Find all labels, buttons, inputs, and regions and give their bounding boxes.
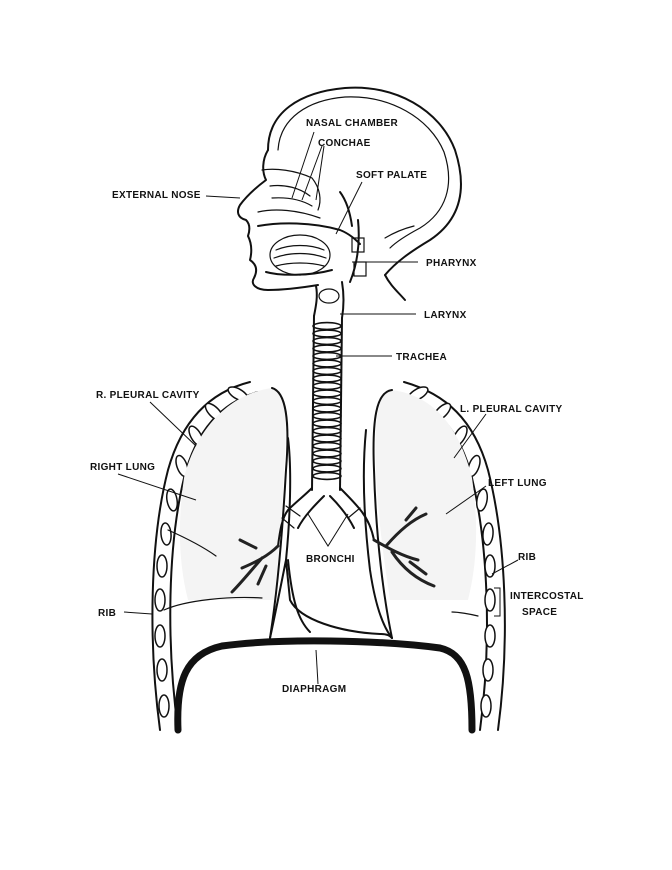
label-r-pleural-cavity: R. PLEURAL CAVITY [96,390,200,401]
label-conchae: CONCHAE [318,138,371,149]
right-lung [163,387,292,639]
rib-segment [480,694,492,718]
rib-segment [484,588,496,612]
tracheal-ring [312,366,342,376]
tracheal-ring [312,404,342,413]
bronchioles-left [372,506,436,588]
label-diaphragm: DIAPHRAGM [282,684,346,695]
tracheal-ring [312,411,342,421]
tracheal-ring [312,329,342,338]
rib-segment [484,624,496,648]
bronchioles-right [230,538,280,594]
tracheal-ring [312,336,342,346]
rib-segment [475,488,489,512]
rib-segment [154,588,166,612]
tracheal-ring [312,471,342,481]
rib-segments-right [407,386,496,718]
labels: NASAL CHAMBER CONCHAE SOFT PALATE EXTERN… [90,118,584,695]
rib-segment [484,554,496,578]
tracheal-ring [312,359,342,368]
label-bronchi: BRONCHI [306,554,355,565]
tracheal-ring [312,426,342,436]
tracheal-ring [312,321,342,331]
label-rib-right: RIB [518,552,536,563]
leader-lines [117,131,519,685]
label-external-nose: EXTERNAL NOSE [112,190,201,201]
rib-segment [154,624,166,648]
tracheal-ring [312,344,342,353]
tracheal-ring [312,381,342,391]
left-lung [362,389,479,639]
rib-segment [156,658,168,682]
head-outline [237,86,462,301]
label-rib-left: RIB [98,608,116,619]
tracheal-ring [312,449,342,458]
tracheal-ring [312,419,342,428]
trachea [311,315,343,491]
label-l-pleural-cavity: L. PLEURAL CAVITY [460,404,563,415]
rib-segment [158,694,170,718]
label-left-lung: LEFT LUNG [488,478,547,489]
tracheal-ring [312,434,342,443]
bronchi [277,487,375,547]
larynx [313,281,345,319]
label-pharynx: PHARYNX [426,258,477,269]
tracheal-ring [312,396,342,406]
tracheal-ring [312,389,342,398]
label-space: SPACE [522,607,557,618]
tracheal-ring [312,374,342,383]
rib-segment [482,522,494,546]
diaphragm [174,637,476,734]
label-nasal-chamber: NASAL CHAMBER [306,118,399,129]
rib-segment [160,522,172,546]
tracheal-ring [312,456,342,466]
label-trachea: TRACHEA [396,352,447,363]
rib-segment [482,658,494,682]
tracheal-ring [312,441,342,451]
tracheal-ring [312,464,342,473]
mediastinum [269,559,393,639]
label-intercostal: INTERCOSTAL [510,591,584,602]
label-soft-palate: SOFT PALATE [356,170,427,181]
label-right-lung: RIGHT LUNG [90,462,155,473]
label-larynx: LARYNX [424,310,467,321]
rib-segment [156,554,168,578]
rib-segment [165,488,179,512]
